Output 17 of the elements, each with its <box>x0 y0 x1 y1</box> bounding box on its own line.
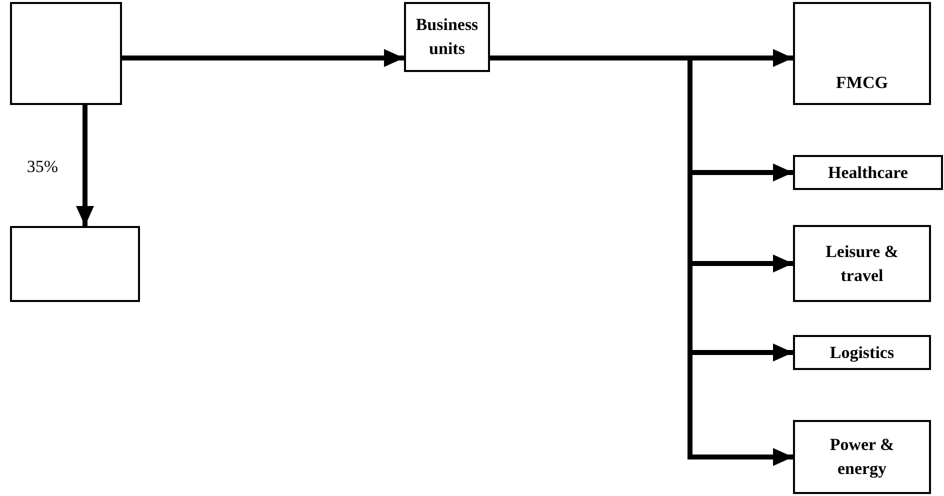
org-box <box>404 2 490 72</box>
box-label: Healthcare <box>827 162 909 184</box>
org-box <box>793 2 931 105</box>
org-box <box>10 2 122 105</box>
org-box <box>793 335 931 370</box>
box-label: Power & energy <box>828 434 896 480</box>
edge-label: 35% <box>24 158 60 174</box>
box-label: Leisure & travel <box>824 240 900 286</box>
org-box <box>10 226 140 302</box>
box-label: FMCG <box>835 72 889 94</box>
box-label: Business units <box>414 14 480 60</box>
org-box <box>793 155 943 190</box>
arrow <box>122 49 404 67</box>
arrow <box>76 105 94 226</box>
box-label: Logistics <box>828 342 896 364</box>
org-box <box>793 420 931 494</box>
org-box <box>793 225 931 302</box>
